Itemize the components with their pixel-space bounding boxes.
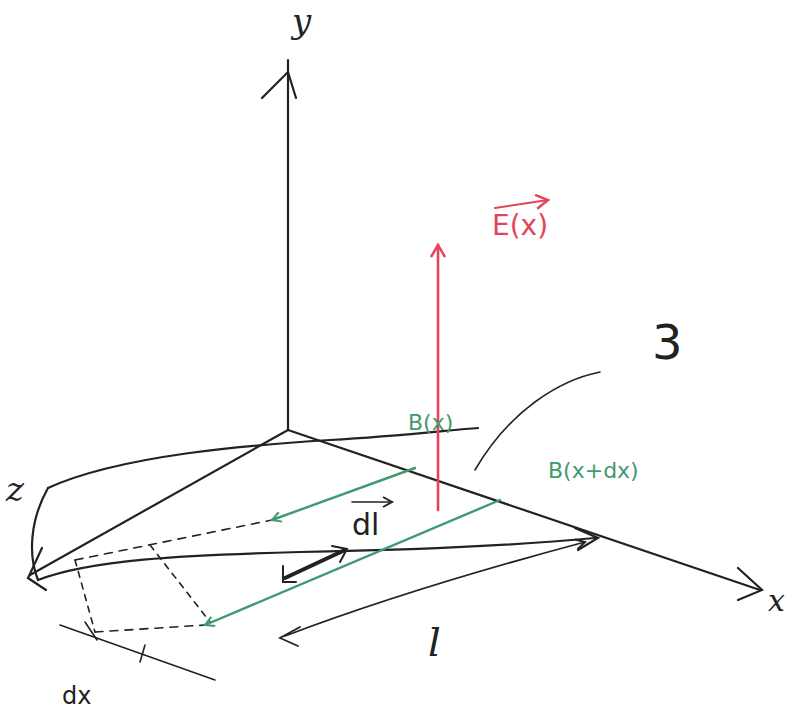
sketch-label: 3: [652, 318, 683, 366]
vector-mark: [495, 200, 548, 208]
leader-line: [475, 372, 600, 470]
dx-dimension: [60, 625, 215, 680]
surface-edge: [48, 428, 478, 488]
surface-edge-head: [575, 528, 598, 550]
sketch-label: B(x): [408, 412, 453, 434]
l-dimension-head: [280, 627, 300, 646]
z-axis-head: [28, 548, 46, 590]
e-field-arrow: [437, 245, 440, 510]
vector-mark: [352, 501, 392, 503]
dl-head: [283, 566, 296, 582]
sketch-label: y: [292, 4, 311, 38]
b-field-line: [272, 468, 415, 520]
dl-vector: [285, 550, 345, 578]
sketch-label: x: [768, 586, 785, 616]
x-axis: [288, 430, 760, 590]
surface-edge: [38, 538, 595, 580]
sketch-label: z: [6, 472, 24, 506]
sketch-label: E(x): [492, 212, 548, 240]
strip-edge: [95, 625, 205, 632]
surface-edge: [32, 488, 48, 580]
b-field-line: [205, 500, 500, 625]
y-axis: [287, 60, 289, 430]
strip-edge: [75, 520, 272, 560]
x-axis-head: [738, 568, 762, 600]
sketch-label: l: [428, 622, 441, 662]
y-axis-head: [262, 72, 296, 98]
dl-head: [332, 546, 347, 562]
sketch-label: B(x+dx): [548, 460, 639, 482]
sketch-label: dx: [62, 684, 91, 708]
strip-edge: [75, 560, 95, 632]
dx-ticks: [85, 622, 145, 662]
sketch-label: dl: [352, 510, 379, 540]
strip-edge: [150, 545, 210, 622]
